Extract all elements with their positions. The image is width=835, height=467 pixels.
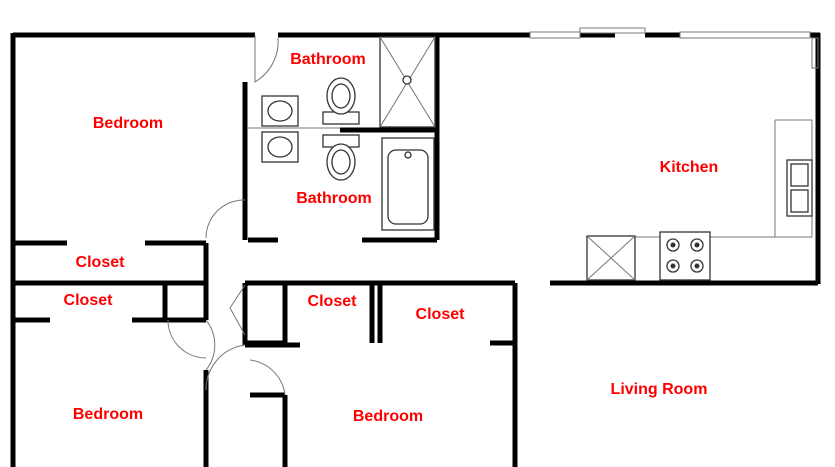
shower-icon [379, 36, 436, 128]
kitchen-sink-icon [786, 159, 813, 217]
room-label-closet: Closet [416, 306, 466, 323]
toilet-icon [322, 77, 360, 125]
room-label-bedroom: Bedroom [93, 115, 163, 132]
toilet-icon [322, 134, 360, 181]
room-label-closet: Closet [308, 293, 358, 310]
room-label-kitchen: Kitchen [660, 159, 719, 176]
refrigerator-icon [586, 235, 636, 281]
room-label-closet: Closet [76, 254, 126, 271]
sink-icon [261, 131, 299, 163]
windows [529, 27, 819, 69]
room-label-bathroom: Bathroom [296, 190, 372, 207]
exterior-walls [10, 32, 821, 467]
room-label-bathroom: Bathroom [290, 51, 366, 68]
sink-icon [261, 95, 299, 127]
room-label-bedroom: Bedroom [73, 406, 143, 423]
bathtub-icon [381, 137, 435, 231]
counter-outline [586, 119, 813, 238]
room-label-bedroom: Bedroom [353, 408, 423, 425]
stove-icon [659, 231, 711, 281]
door-icon [167, 35, 286, 396]
room-label-closet: Closet [64, 292, 114, 309]
room-label-living-room: Living Room [611, 381, 708, 398]
